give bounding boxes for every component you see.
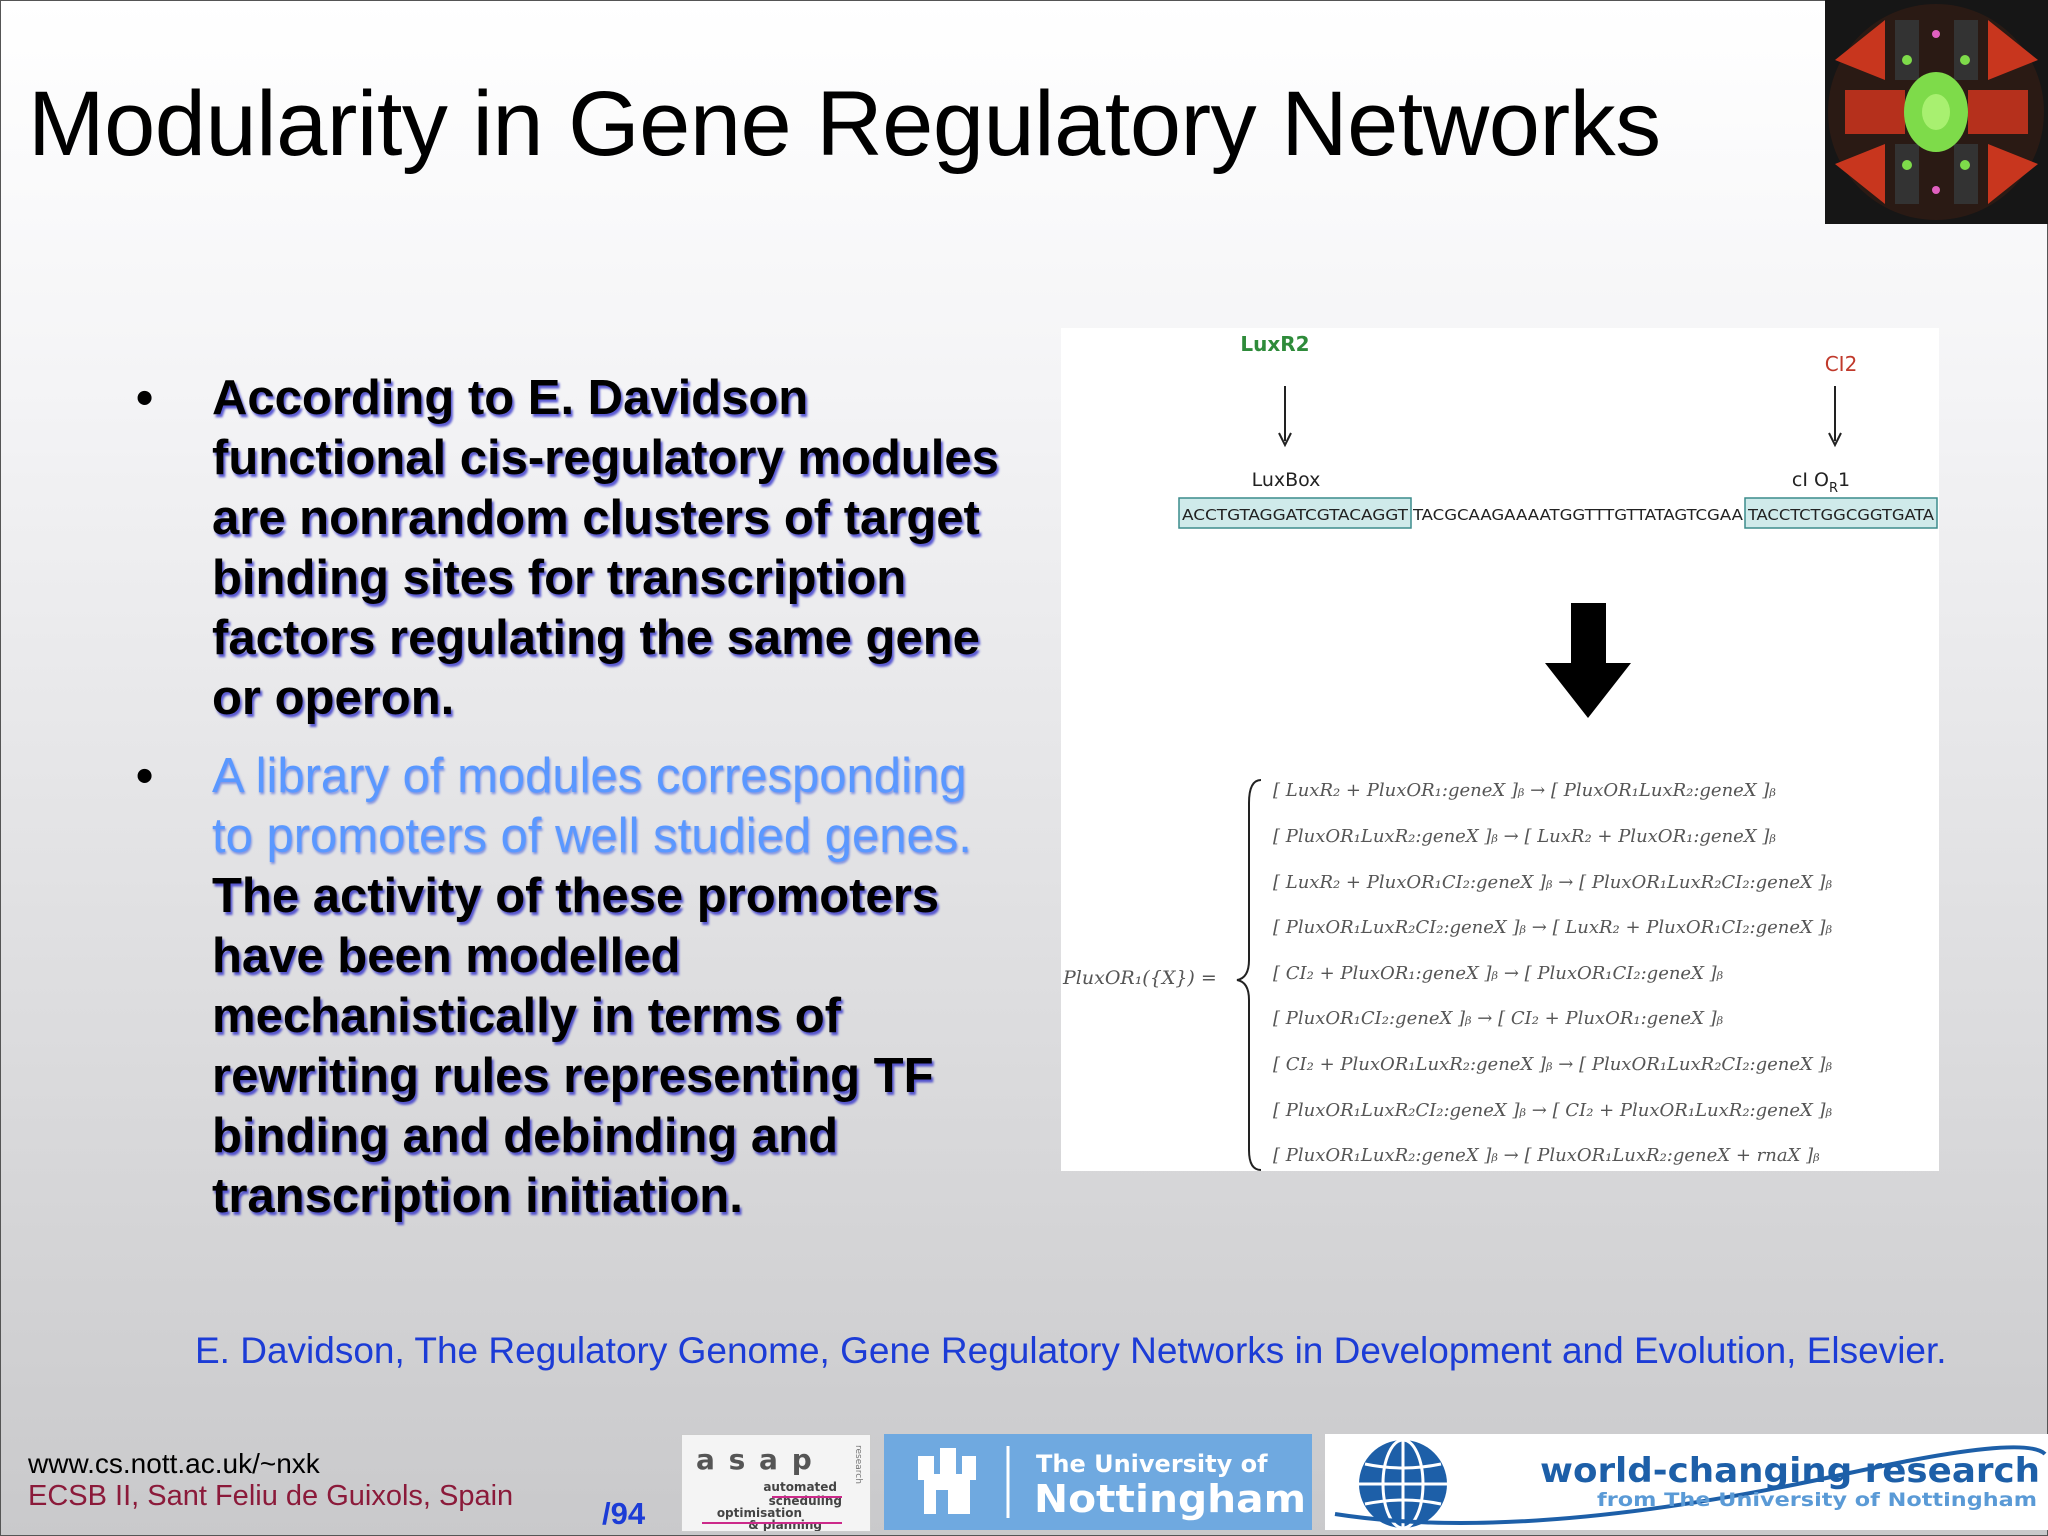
rules-lhs: PluxOR₁({X}) = — [1062, 967, 1217, 989]
rules-brace — [1236, 779, 1262, 1171]
nott-logo-line-2: Nottingham — [1034, 1477, 1306, 1521]
bullet-text: According to E. Davidson functional cis-… — [212, 371, 999, 725]
asap-logo-side: research — [853, 1445, 863, 1484]
sequence-box-luxbox — [1178, 497, 1412, 529]
sequence-text-cior1: TACCTCTGGCGGTGATA — [1747, 506, 1935, 524]
arrow-down-icon — [1278, 432, 1292, 448]
rule-4: [ PluxOR₁LuxR₂CI₂:geneX ]ᵦ → [ LuxR₂ + P… — [1273, 917, 1833, 938]
asap-logo-main: a s a p — [696, 1443, 814, 1476]
footer-url: www.cs.nott.ac.uk/~nxk — [28, 1448, 320, 1479]
footer-conference: ECSB II, Sant Feliu de Guixols, Spain — [28, 1480, 514, 1512]
promoter-diagram: LuxR2 CI2 LuxBox cI OR1 ACCTGTAGGATCGTAC… — [1061, 328, 1939, 1171]
page-count: /94 — [602, 1496, 646, 1531]
big-down-arrow-icon — [1545, 603, 1631, 718]
bullet-item-1: • According to E. Davidson functional ci… — [130, 368, 1000, 728]
bullet-marker: • — [136, 371, 154, 425]
globe-icon — [1359, 1438, 1447, 1530]
rule-6: [ PluxOR₁CI₂:geneX ]ᵦ → [ CI₂ + PluxOR₁:… — [1273, 1008, 1724, 1029]
rule-9: [ PluxOR₁LuxR₂:geneX ]ᵦ → [ PluxOR₁LuxR₂… — [1273, 1145, 1820, 1166]
wcr-logo-line-1: world-changing research — [1540, 1451, 2040, 1491]
asap-logo: a s a p research automated scheduling op… — [681, 1434, 871, 1532]
university-of-nottingham-logo: The University of Nottingham — [884, 1434, 1312, 1530]
asap-line-3: optimisation — [717, 1506, 802, 1520]
nott-logo-line-1: The University of — [1036, 1450, 1268, 1478]
rule-2: [ PluxOR₁LuxR₂:geneX ]ᵦ → [ LuxR₂ + Plux… — [1273, 826, 1776, 847]
rule-1: [ LuxR₂ + PluxOR₁:geneX ]ᵦ → [ PluxOR₁Lu… — [1273, 780, 1776, 801]
rules-list: [ LuxR₂ + PluxOR₁:geneX ]ᵦ → [ PluxOR₁Lu… — [1273, 780, 1833, 1166]
bullet-item-2: • A library of modules corresponding to … — [130, 746, 1000, 1226]
rule-5: [ CI₂ + PluxOR₁:geneX ]ᵦ → [ PluxOR₁CI₂:… — [1273, 963, 1724, 984]
bullet-list: • According to E. Davidson functional ci… — [130, 368, 1000, 1244]
rule-8: [ PluxOR₁LuxR₂CI₂:geneX ]ᵦ → [ CI₂ + Plu… — [1273, 1100, 1833, 1121]
sequence-box-cior1 — [1744, 497, 1938, 529]
tf-label-ci2: CI2 — [1825, 352, 1858, 376]
tf-label-luxr2: LuxR2 — [1240, 332, 1309, 356]
rule-3: [ LuxR₂ + PluxOR₁CI₂:geneX ]ᵦ → [ PluxOR… — [1273, 872, 1833, 893]
rule-7: [ CI₂ + PluxOR₁LuxR₂:geneX ]ᵦ → [ PluxOR… — [1273, 1054, 1833, 1075]
slide-title: Modularity in Gene Regulatory Networks — [28, 73, 1661, 175]
bullet-text: The activity of these promoters have bee… — [212, 869, 940, 1223]
site-label-cior1: cI OR1 — [1792, 469, 1850, 496]
site-label-luxbox: LuxBox — [1252, 469, 1321, 491]
world-changing-research-logo: world-changing research from The Univers… — [1325, 1434, 2048, 1530]
arrow-down-icon — [1828, 432, 1842, 448]
castle-icon — [918, 1448, 976, 1514]
wcr-logo-line-2: from The University of Nottingham — [1597, 1489, 2037, 1511]
reference-citation: E. Davidson, The Regulatory Genome, Gene… — [195, 1330, 1947, 1371]
swoosh-decoration — [1334, 1445, 2047, 1525]
corner-decoration-image — [1825, 0, 2048, 224]
asap-line-1: automated — [763, 1480, 837, 1494]
bullet-highlight-text: A library of modules corresponding to pr… — [212, 749, 972, 863]
sequence-text-spacer: TACGCAAGAAAATGGTTTGTTATAGTCGAA — [1412, 506, 1744, 524]
asap-line-4: & planning — [748, 1518, 822, 1531]
bullet-marker: • — [136, 749, 154, 803]
sequence-text-luxbox: ACCTGTAGGATCGTACAGGT — [1182, 506, 1409, 524]
